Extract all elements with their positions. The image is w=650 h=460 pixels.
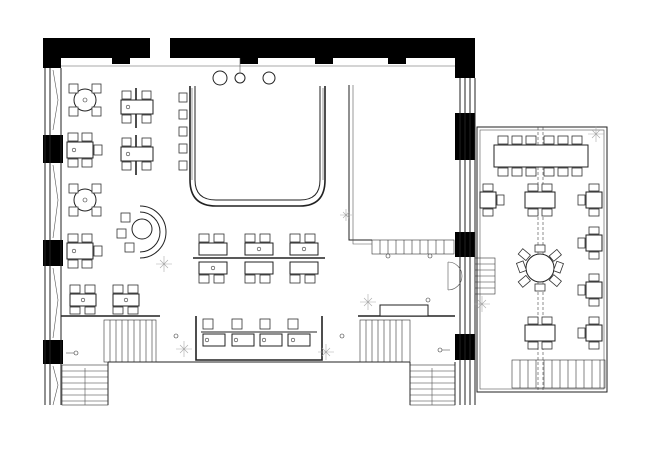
terrace-round-table: [515, 244, 564, 292]
round-table-1: [68, 83, 102, 117]
center-tables: [193, 233, 325, 284]
terrace-small-tables: [479, 183, 603, 350]
rect-table-2: [66, 233, 103, 269]
stairs-bottom-left: [61, 319, 157, 406]
round-table-2: [68, 183, 102, 217]
stairs-right-landing: [348, 85, 496, 295]
stairs-bottom-right: [359, 319, 456, 406]
rect-table-3: [69, 284, 97, 315]
rect-table-1: [66, 132, 103, 168]
bottom-booth: [195, 316, 323, 361]
columns: [66, 253, 450, 356]
left-facade: [44, 68, 62, 406]
bar-counter: [178, 86, 326, 207]
plants: [156, 126, 604, 360]
reception-counter: [379, 304, 429, 317]
right-facade: [459, 78, 476, 405]
terrace-long-table: [493, 135, 589, 177]
round-booth: [116, 205, 167, 259]
booth-pair-2: [120, 135, 154, 175]
entrance-door: [447, 261, 463, 291]
booth-pair-1: [120, 88, 154, 128]
rect-table-4: [112, 284, 140, 315]
pendant-lamps: [212, 58, 276, 86]
